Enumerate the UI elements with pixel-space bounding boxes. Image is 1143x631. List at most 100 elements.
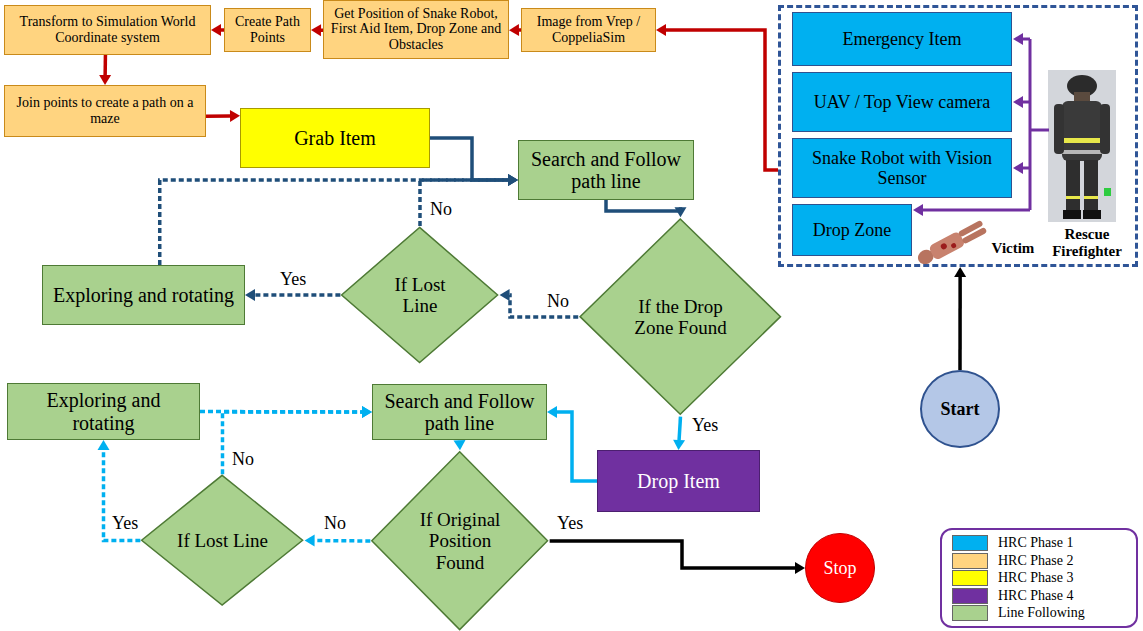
legend-text: HRC Phase 4 <box>998 588 1073 604</box>
flow-connector <box>606 200 686 217</box>
decision-diamond: If Original Position Found <box>370 450 549 631</box>
legend-text: HRC Phase 1 <box>998 535 1073 551</box>
flow-connector <box>305 535 371 547</box>
leader-line <box>1030 129 1049 132</box>
arm <box>1100 104 1110 154</box>
node-text: If the Drop Zone Found <box>623 296 738 339</box>
node-text: Image from Vrep / CoppeliaSim <box>526 14 651 45</box>
connector-line <box>104 450 141 540</box>
arrowhead <box>311 24 321 36</box>
leg <box>962 227 988 245</box>
legend-swatch <box>952 535 988 551</box>
diamond-shape <box>342 227 498 362</box>
legend-swatch <box>952 570 988 586</box>
boot <box>1063 210 1081 219</box>
connector-line <box>430 138 508 180</box>
arrowhead <box>1013 96 1023 108</box>
node-text: If Lost Line <box>375 274 464 317</box>
arrowhead <box>98 440 110 450</box>
legend-row: HRC Phase 2 <box>952 553 1126 569</box>
arrowhead <box>500 289 510 301</box>
node-text: Get Position of Snake Robot, First Aid I… <box>328 6 504 53</box>
figure-caption: Victim <box>988 240 1038 257</box>
branch-label: Yes <box>690 416 720 436</box>
node-text: If Lost Line <box>177 530 268 551</box>
connector-line <box>958 277 962 370</box>
arrowhead <box>99 75 111 85</box>
connector-line <box>550 541 795 568</box>
flow-connector <box>673 417 685 450</box>
arrowhead <box>508 174 518 186</box>
arrowhead <box>674 207 686 217</box>
node-text: Create Path Points <box>229 14 306 45</box>
process-box: Drop Zone <box>792 204 912 256</box>
arrowhead <box>305 535 315 547</box>
process-box: Join points to create a path on a maze <box>4 85 206 137</box>
flow-connector <box>500 289 579 317</box>
arrowhead <box>954 267 966 277</box>
legend-row: HRC Phase 4 <box>952 588 1126 604</box>
arrowhead <box>795 562 805 574</box>
arrowhead <box>230 110 240 122</box>
flow-connector <box>550 541 805 574</box>
connector-line <box>315 539 371 543</box>
branch-label: No <box>230 450 256 470</box>
diamond-shape <box>580 219 780 414</box>
connector-line <box>206 114 230 118</box>
node-text: Grab Item <box>294 127 376 149</box>
branch-label: Yes <box>278 270 308 290</box>
process-box: Exploring and rotating <box>7 383 200 440</box>
legend-box: HRC Phase 1 HRC Phase 2HRC Phase 3 HRC Pha… <box>940 528 1138 628</box>
process-box: Emergency Item <box>792 12 1012 66</box>
figure-caption: Rescue Firefighter <box>1043 226 1131 259</box>
leg <box>1084 160 1098 212</box>
arrowhead <box>913 204 923 216</box>
connector-line <box>160 180 508 265</box>
node-text: Snake Robot with Vision Sensor <box>799 148 1005 188</box>
node-text: Search and Follow path line <box>378 390 541 435</box>
node-text: Join points to create a path on a maze <box>9 95 201 126</box>
connector-line <box>222 412 362 474</box>
leader-line <box>922 209 1030 212</box>
flow-connector <box>200 406 372 418</box>
arrowhead <box>245 289 255 301</box>
legend-text: HRC Phase 3 <box>998 570 1073 586</box>
flow-connector <box>206 110 240 122</box>
decision-diamond: If the Drop Zone Found <box>578 217 783 416</box>
stop-circle: Stop <box>805 533 875 603</box>
connector-line <box>557 412 597 481</box>
flow-connector <box>160 174 518 265</box>
flow-connector <box>99 55 111 85</box>
node-text: Stop <box>823 558 856 578</box>
flow-connector <box>547 406 597 481</box>
victim-illustration <box>915 219 988 268</box>
face <box>1074 92 1090 102</box>
branch-label: No <box>322 514 348 534</box>
flow-connector <box>311 24 323 36</box>
process-box: Snake Robot with Vision Sensor <box>792 138 1012 198</box>
arm <box>1054 104 1064 154</box>
process-box: Exploring and rotating <box>42 265 245 325</box>
node-text: Drop Item <box>637 470 720 492</box>
flow-connector <box>509 24 521 36</box>
arrowhead <box>673 440 685 450</box>
reflective-stripe <box>1062 138 1102 143</box>
boot <box>1083 210 1101 219</box>
node-text: If Original Position Found <box>410 509 510 573</box>
branch-label: No <box>545 292 571 312</box>
leader-line <box>1022 38 1030 41</box>
process-box: Search and Follow path line <box>518 140 694 200</box>
arrowhead <box>508 174 518 186</box>
leader-line <box>1029 39 1032 210</box>
node-text: Start <box>941 399 980 419</box>
flow-connector <box>245 289 340 301</box>
legend-row: HRC Phase 3 <box>952 570 1126 586</box>
process-box: Search and Follow path line <box>372 384 547 441</box>
reflective-stripe <box>1066 196 1080 199</box>
diamond-shape <box>372 452 548 630</box>
photo-ground <box>1048 70 1116 222</box>
flow-connector <box>98 440 141 540</box>
arrowhead <box>547 406 557 418</box>
node-text: Emergency Item <box>842 29 961 49</box>
process-box: Image from Vrep / CoppeliaSim <box>521 8 656 51</box>
